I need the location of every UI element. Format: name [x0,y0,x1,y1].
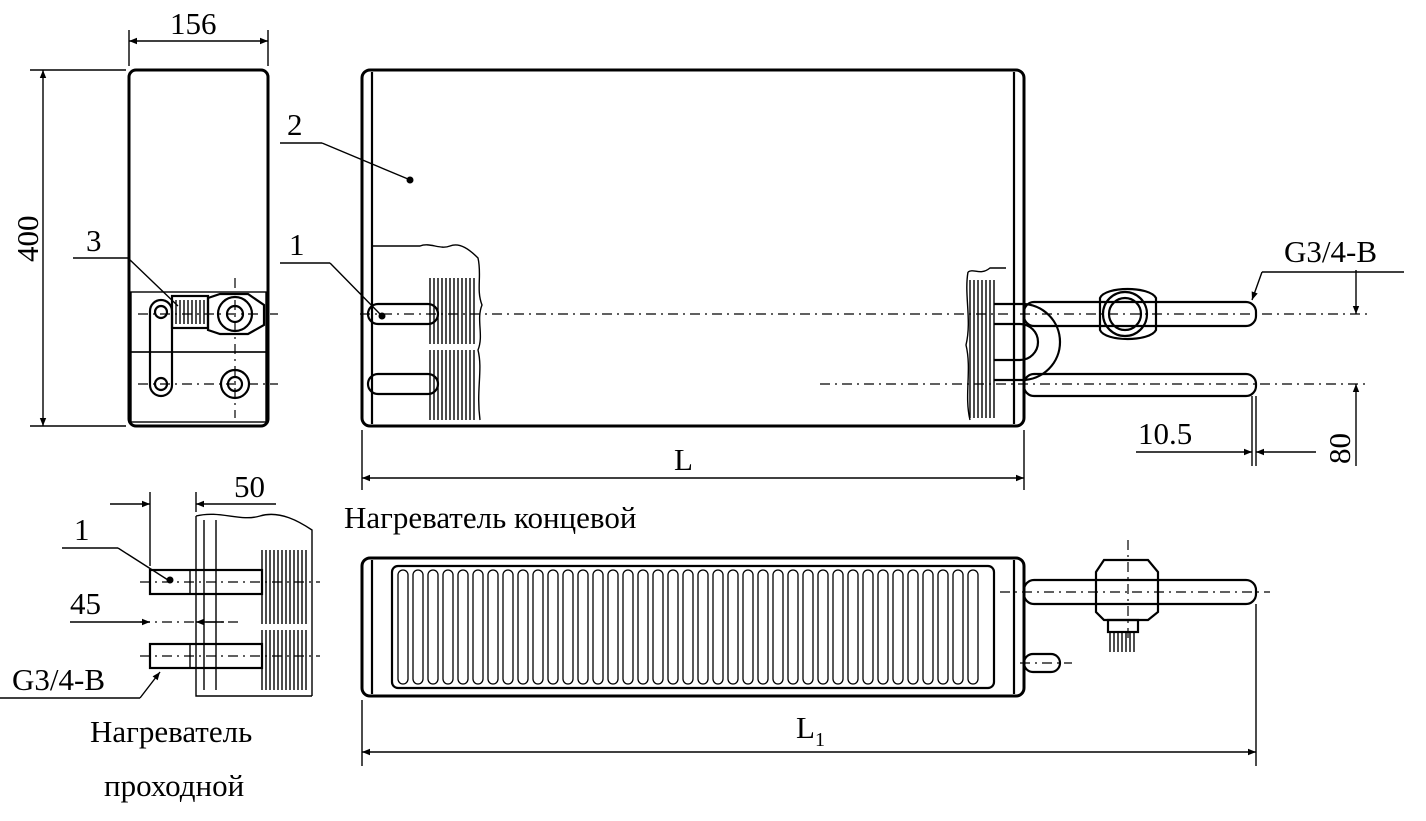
fin-slot [832,569,844,685]
callout-1-top: 1 [289,227,305,262]
dim-L: L [674,442,693,477]
fin-slot [742,569,754,685]
fin-slot [697,569,709,685]
fin-slot [637,569,649,685]
fin-slot [907,569,919,685]
fin-slot [577,569,589,685]
front-view-end-heater: 2 1 G3/4-B 80 10.5 L Нагреватель концево… [280,68,1404,535]
dim-width-156: 156 [170,6,217,41]
fin-slot [427,569,439,685]
fin-slot [952,569,964,685]
fin-slot [442,569,454,685]
fin-slot [457,569,469,685]
dim-10-5: 10.5 [1138,416,1192,451]
fin-slot [862,569,874,685]
dim-50: 50 [234,469,265,504]
dim-L1: L1 [796,710,825,751]
top-view: L1 [360,540,1270,766]
fin-slot [847,569,859,685]
fin-slot [682,569,694,685]
caption-pass-line2: проходной [104,768,244,803]
fin-slot [487,569,499,685]
caption-end-heater: Нагреватель концевой [344,500,636,535]
fin-slot [772,569,784,685]
dim-L1-subscript: 1 [815,729,825,751]
fin-array [397,569,979,685]
pass-through-heater-view: 50 1 45 G3/4-B Нагреватель проходной [0,469,320,803]
fin-slot [757,569,769,685]
fin-slot [877,569,889,685]
fin-slot [937,569,949,685]
fin-slot [817,569,829,685]
callout-3: 3 [86,223,102,258]
fin-slot [622,569,634,685]
thread-label-top: G3/4-B [1284,234,1377,269]
fin-slot [727,569,739,685]
dim-80: 80 [1322,433,1357,464]
fin-slot [397,569,409,685]
dim-height-400: 400 [10,216,45,263]
fin-slot [967,569,979,685]
fin-slot [547,569,559,685]
fin-slot [652,569,664,685]
fin-slot [667,569,679,685]
fin-slot [592,569,604,685]
fin-slot [712,569,724,685]
fin-slot [922,569,934,685]
fin-slot [562,569,574,685]
fin-slot [502,569,514,685]
fin-slot [532,569,544,685]
fin-slot [802,569,814,685]
fin-slot [412,569,424,685]
fin-slot [517,569,529,685]
thread-label-side: G3/4-B [12,662,105,697]
caption-pass-line1: Нагреватель [90,714,252,749]
callout-2: 2 [287,107,303,142]
fin-slot [472,569,484,685]
callout-1-side: 1 [74,512,90,547]
fin-slot [787,569,799,685]
fin-slot [892,569,904,685]
dim-L1-main: L [796,710,815,745]
side-view: 156 400 3 [10,6,278,428]
dim-45: 45 [70,586,101,621]
fin-slot [607,569,619,685]
